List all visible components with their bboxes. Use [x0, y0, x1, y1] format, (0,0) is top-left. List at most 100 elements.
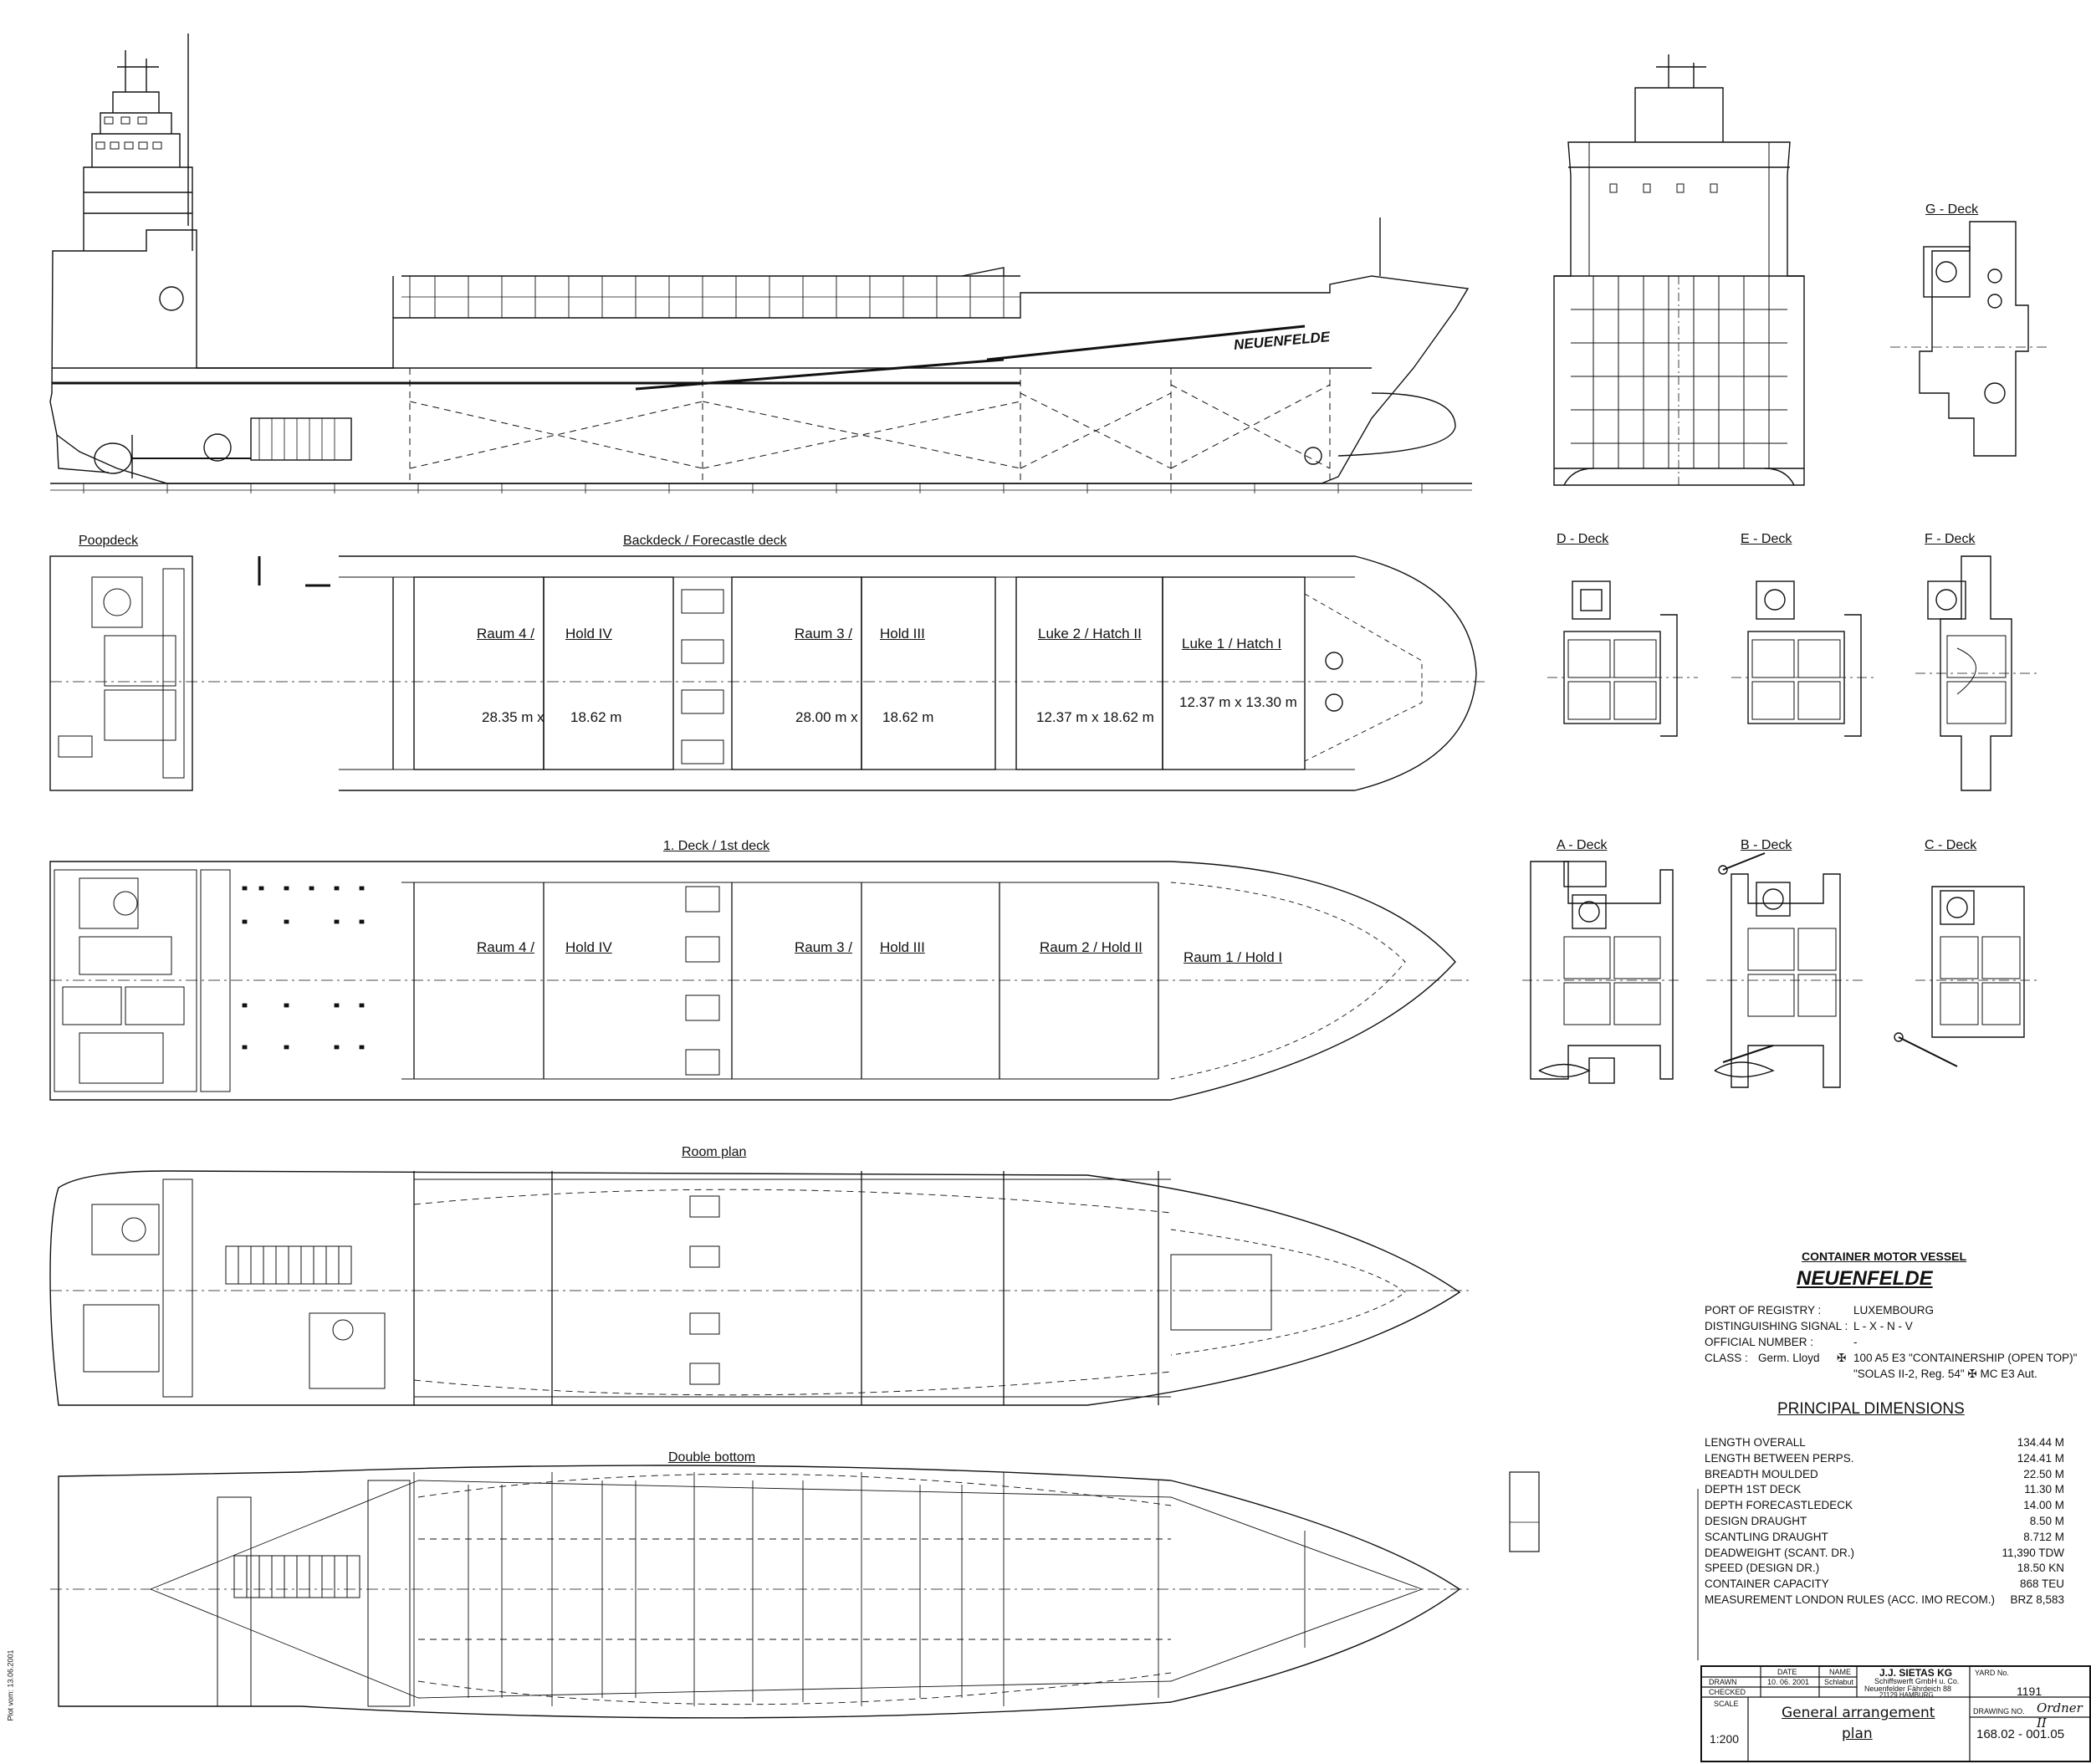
drawn-label: DRAWN [1709, 1678, 1737, 1686]
dimension-row: DEADWEIGHT (SCANT. DR.)11,390 TDW [1705, 1547, 2064, 1559]
deck1-raum4-label: Raum 4 / [477, 939, 534, 955]
class-line-2: "SOLAS II-2, Reg. 54" ✠ MC E3 Aut. [1853, 1368, 2037, 1380]
registry-label: PORT OF REGISTRY : [1705, 1304, 1822, 1317]
official-label: OFFICIAL NUMBER : [1705, 1336, 1814, 1348]
dimension-row: MEASUREMENT LONDON RULES (ACC. IMO RECOM… [1705, 1593, 2064, 1606]
view-title-room-plan: Room plan [682, 1145, 747, 1159]
dimension-value: 11.30 M [2024, 1483, 2064, 1496]
dimension-label: LENGTH OVERALL [1705, 1436, 1806, 1449]
backdeck-raum3-label: Raum 3 / [795, 626, 852, 642]
view-title-e-deck: E - Deck [1741, 532, 1792, 546]
c-deck-plan [1894, 886, 2041, 1067]
dimension-row: DEPTH 1ST DECK 11.30 M [1705, 1483, 2064, 1496]
first-deck-plan [49, 861, 1472, 1101]
scale-header: SCALE [1714, 1700, 1739, 1708]
company-name: J.J. SIETAS KG [1879, 1667, 1953, 1679]
company-line-2: Schiffswerft GmbH u. Co. [1874, 1677, 1960, 1685]
dimension-label: LENGTH BETWEEN PERPS. [1705, 1451, 1854, 1465]
view-title-double-bottom: Double bottom [668, 1450, 756, 1465]
drawn-date: 10. 06. 2001 [1767, 1678, 1810, 1686]
deck1-raum1-label: Raum 1 / Hold I [1184, 949, 1283, 965]
view-title-c-deck: C - Deck [1925, 838, 1977, 852]
front-view [1553, 54, 1805, 486]
signal-value: L - X - N - V [1853, 1320, 1913, 1332]
signal-label: DISTINGUISHING SIGNAL : [1705, 1320, 1848, 1332]
dimension-row: LENGTH BETWEEN PERPS. 124.41 M [1705, 1452, 2064, 1465]
yard-number: 1191 [2017, 1685, 2042, 1698]
view-title-g-deck: G - Deck [1925, 202, 1979, 217]
view-title-a-deck: A - Deck [1557, 838, 1608, 852]
dimension-value: 14.00 M [2023, 1499, 2064, 1512]
company-line-4: 21129 HAMBURG [1879, 1691, 1934, 1699]
view-title-backdeck: Backdeck / Forecastle deck [623, 534, 787, 548]
scale-value: 1:200 [1710, 1732, 1740, 1746]
class-society: Germ. Lloyd [1758, 1352, 1820, 1364]
backdeck-hold4-label: Hold IV [565, 626, 612, 642]
hatch1-dim: 12.37 m x 13.30 m [1179, 694, 1297, 710]
backdeck-luke2-label: Luke 2 / Hatch II [1038, 626, 1142, 642]
dimension-value: 124.41 M [2017, 1451, 2064, 1465]
view-title-first-deck: 1. Deck / 1st deck [663, 839, 770, 853]
double-bottom-plan [50, 1465, 1540, 1719]
a-deck-plan [1522, 861, 1681, 1084]
deck1-raum2-label: Raum 2 / Hold II [1040, 939, 1143, 955]
title-block: DATE NAME DRAWN CHECKED 10. 06. 2001 Sch… [1700, 1665, 2091, 1762]
dimension-label: MEASUREMENT LONDON RULES (ACC. IMO RECOM… [1705, 1593, 1996, 1606]
checked-label: CHECKED [1709, 1688, 1746, 1696]
principal-dimensions-heading: PRINCIPAL DIMENSIONS [1777, 1400, 1965, 1418]
dimension-label: BREADTH MOULDED [1705, 1467, 1818, 1480]
vessel-type: CONTAINER MOTOR VESSEL [1802, 1250, 1967, 1263]
dimension-label: DEADWEIGHT (SCANT. DR.) [1705, 1546, 1855, 1559]
hatch3-dim-a: 28.00 m x [795, 709, 858, 725]
drawing-title-line-1: General arrangement [1782, 1705, 1935, 1721]
dimension-label: DEPTH 1ST DECK [1705, 1483, 1802, 1496]
dimension-value: 22.50 M [2023, 1467, 2064, 1480]
dimension-row: DEPTH FORECASTLEDECK 14.00 M [1705, 1499, 2064, 1511]
hatch4-dim-a: 28.35 m x [482, 709, 544, 725]
hatch4-dim-b: 18.62 m [570, 709, 622, 725]
drawing-number: 168.02 - 001.05 [1976, 1727, 2065, 1741]
b-deck-plan [1706, 852, 1865, 1088]
dimension-label: DESIGN DRAUGHT [1705, 1515, 1807, 1527]
company-line-3: Neuenfelder Fährdeich 88 [1864, 1685, 1952, 1693]
class-symbol-icon: ✠ [1837, 1352, 1847, 1364]
dimension-label: SCANTLING DRAUGHT [1705, 1530, 1828, 1543]
dimension-value: 868 TEU [2019, 1577, 2064, 1591]
plot-note: Plot vom: 13.06.2001 [6, 1649, 15, 1721]
hatch2-dim: 12.37 m x 18.62 m [1036, 709, 1154, 725]
f-deck-plan [1915, 555, 2041, 791]
vessel-name: NEUENFELDE [1797, 1267, 1933, 1290]
class-label: CLASS : [1705, 1352, 1748, 1364]
title-block-grid [1702, 1667, 2089, 1761]
dimension-label: SPEED (DESIGN DR.) [1705, 1562, 1820, 1575]
d-deck-plan [1547, 580, 1698, 737]
dimension-value: 18.50 KN [2017, 1562, 2064, 1575]
dimension-row: LENGTH OVERALL 134.44 M [1705, 1436, 2064, 1449]
dimension-row: CONTAINER CAPACITY 868 TEU [1705, 1577, 2064, 1590]
backdeck-raum4-label: Raum 4 / [477, 626, 534, 642]
dimension-value: 134.44 M [2017, 1436, 2064, 1449]
dimension-row: BREADTH MOULDED 22.50 M [1705, 1468, 2064, 1480]
room-plan [49, 1170, 1472, 1406]
profile-view [49, 33, 1472, 493]
dimension-value: BRZ 8,583 [2010, 1593, 2064, 1606]
view-title-b-deck: B - Deck [1741, 838, 1792, 852]
dimension-row: SPEED (DESIGN DR.) 18.50 KN [1705, 1562, 2064, 1574]
dimension-label: DEPTH FORECASTLEDECK [1705, 1499, 1853, 1512]
hatch3-dim-b: 18.62 m [882, 709, 934, 725]
drawing-title-line-2: plan [1842, 1726, 1873, 1742]
view-title-poopdeck: Poopdeck [79, 534, 139, 548]
official-value: - [1853, 1336, 1858, 1348]
name-header: NAME [1829, 1668, 1852, 1676]
view-title-d-deck: D - Deck [1557, 532, 1609, 546]
deck1-hold4-label: Hold IV [565, 939, 612, 955]
dimension-value: 8.712 M [2023, 1530, 2064, 1543]
dimension-label: CONTAINER CAPACITY [1705, 1577, 1829, 1591]
deck1-hold3-label: Hold III [880, 939, 925, 955]
drawn-name: Schlabut [1824, 1678, 1854, 1686]
signature: Ordner II [2037, 1700, 2083, 1731]
backdeck-plan [49, 555, 1489, 791]
backdeck-hold3-label: Hold III [880, 626, 925, 642]
